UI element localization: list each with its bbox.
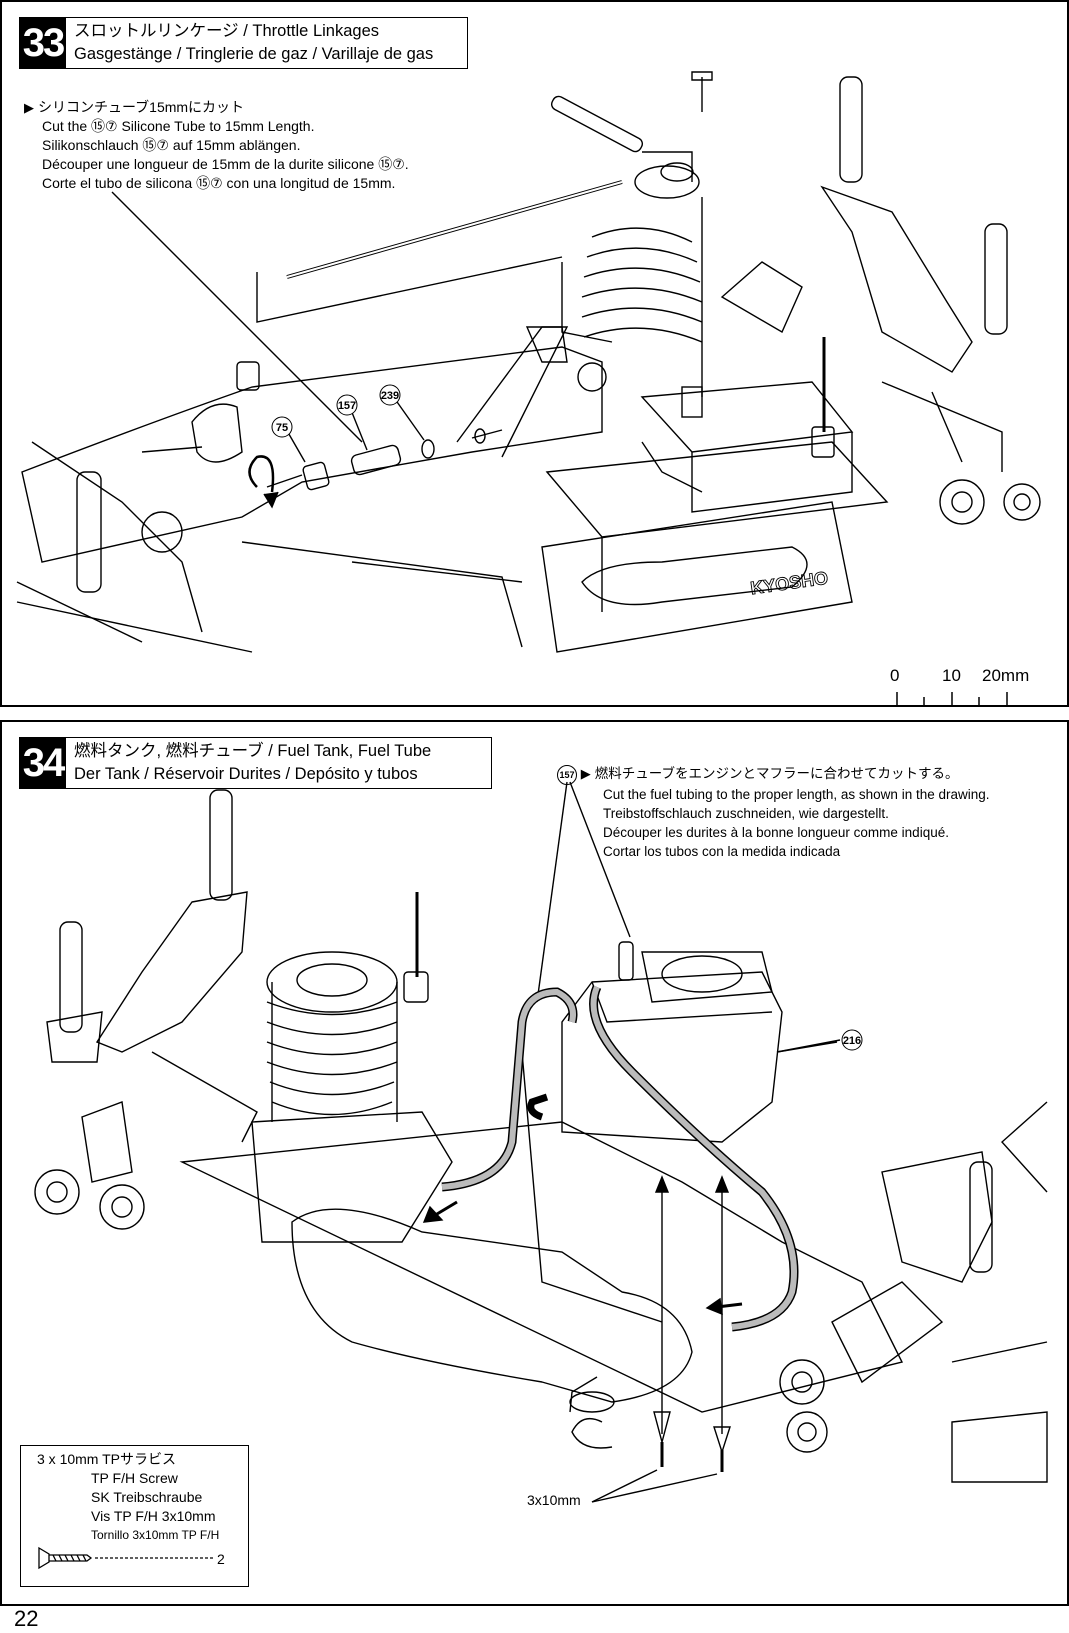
legend-line-en: TP F/H Screw: [91, 1470, 178, 1486]
step-34-instruction-jp: 157 ▶燃料チューブをエンジンとマフラーに合わせてカットする。: [557, 764, 990, 785]
svg-text:239: 239: [381, 390, 399, 402]
step-34-title: 燃料タンク, 燃料チューブ / Fuel Tank, Fuel Tube Der…: [66, 738, 439, 788]
step-33-header: 33 スロットルリンケージ / Throttle Linkages Gasges…: [19, 17, 468, 69]
step-33-instruction-fr: Découper une longueur de 15mm de la duri…: [42, 156, 409, 172]
step-34-instruction-es: Cortar los tubos con la medida indicada: [603, 844, 841, 859]
scale-label-20mm: 20mm: [982, 666, 1030, 685]
svg-text:75: 75: [276, 422, 288, 434]
step-33-instructions: ▶シリコンチューブ15mmにカット Cut the ⑮⑦ Silicone Tu…: [24, 98, 409, 193]
step-34-number: 34: [20, 738, 66, 788]
fuel-tank-illustration: 216: [34, 781, 1048, 1503]
legend-quantity: 2: [217, 1551, 225, 1567]
step-34-header: 34 燃料タンク, 燃料チューブ / Fuel Tank, Fuel Tube …: [19, 737, 492, 789]
step-34-instruction-en: Cut the fuel tubing to the proper length…: [603, 787, 990, 802]
part-callout-75: 75: [271, 416, 293, 438]
step-34-title-line2: Der Tank / Réservoir Durites / Depósito …: [74, 765, 418, 783]
part-callout-157: 157: [336, 394, 358, 416]
step-33-instruction-jp: ▶シリコンチューブ15mmにカット: [24, 99, 245, 115]
step-33-instruction-es: Corte el tubo de silicona ⑮⑦ con una lon…: [42, 175, 396, 191]
step-33-number: 33: [20, 18, 66, 68]
flat-head-screw-icon: [38, 1546, 215, 1570]
throttle-linkage-illustration: KYOSHO 75 157 239: [16, 71, 1041, 705]
step-33-panel: 33 スロットルリンケージ / Throttle Linkages Gasges…: [0, 0, 1069, 707]
scale-label-0: 0: [890, 666, 900, 685]
legend-line-de: SK Treibschraube: [91, 1489, 203, 1505]
step-34-instruction-fr: Découper les durites à la bonne longueur…: [603, 825, 949, 840]
triangle-pointer-icon: ▶: [24, 100, 34, 115]
step-33-instruction-en: Cut the ⑮⑦ Silicone Tube to 15mm Length.: [42, 118, 315, 134]
triangle-pointer-icon: ▶: [580, 766, 591, 781]
scale-label-10: 10: [942, 666, 961, 685]
svg-text:157: 157: [338, 400, 356, 412]
screw-size-label: 3x10mm: [527, 1492, 581, 1508]
step-33-title-line2: Gasgestänge / Tringlerie de gaz / Varill…: [74, 45, 434, 63]
legend-line-es: Tornillo 3x10mm TP F/H: [91, 1528, 220, 1542]
step-34-panel: 34 燃料タンク, 燃料チューブ / Fuel Tank, Fuel Tube …: [0, 720, 1069, 1606]
step-34-title-line1: 燃料タンク, 燃料チューブ / Fuel Tank, Fuel Tube: [74, 742, 432, 760]
page-number: 22: [14, 1606, 39, 1631]
step-33-instruction-de: Silikonschlauch ⑮⑦ auf 15mm ablängen.: [42, 137, 301, 153]
step-34-instruction-de: Treibstoffschlauch zuschneiden, wie darg…: [603, 806, 889, 821]
part-callout-239: 239: [379, 384, 401, 406]
svg-text:216: 216: [843, 1035, 861, 1047]
step-33-title-line1: スロットルリンケージ / Throttle Linkages: [74, 22, 379, 40]
kyosho-brand-text: KYOSHO: [749, 568, 829, 599]
scale-bar: [896, 692, 1008, 705]
screw-legend-box: 3 x 10mm TPサラビス TP F/H Screw SK Treibsch…: [20, 1445, 249, 1587]
part-callout-216: 216: [841, 1029, 863, 1051]
legend-line-fr: Vis TP F/H 3x10mm: [91, 1508, 216, 1524]
legend-line-jp: 3 x 10mm TPサラビス: [37, 1451, 176, 1467]
step-34-instructions: 157 ▶燃料チューブをエンジンとマフラーに合わせてカットする。 Cut the…: [557, 764, 990, 861]
step-33-title: スロットルリンケージ / Throttle Linkages Gasgestän…: [66, 18, 441, 68]
